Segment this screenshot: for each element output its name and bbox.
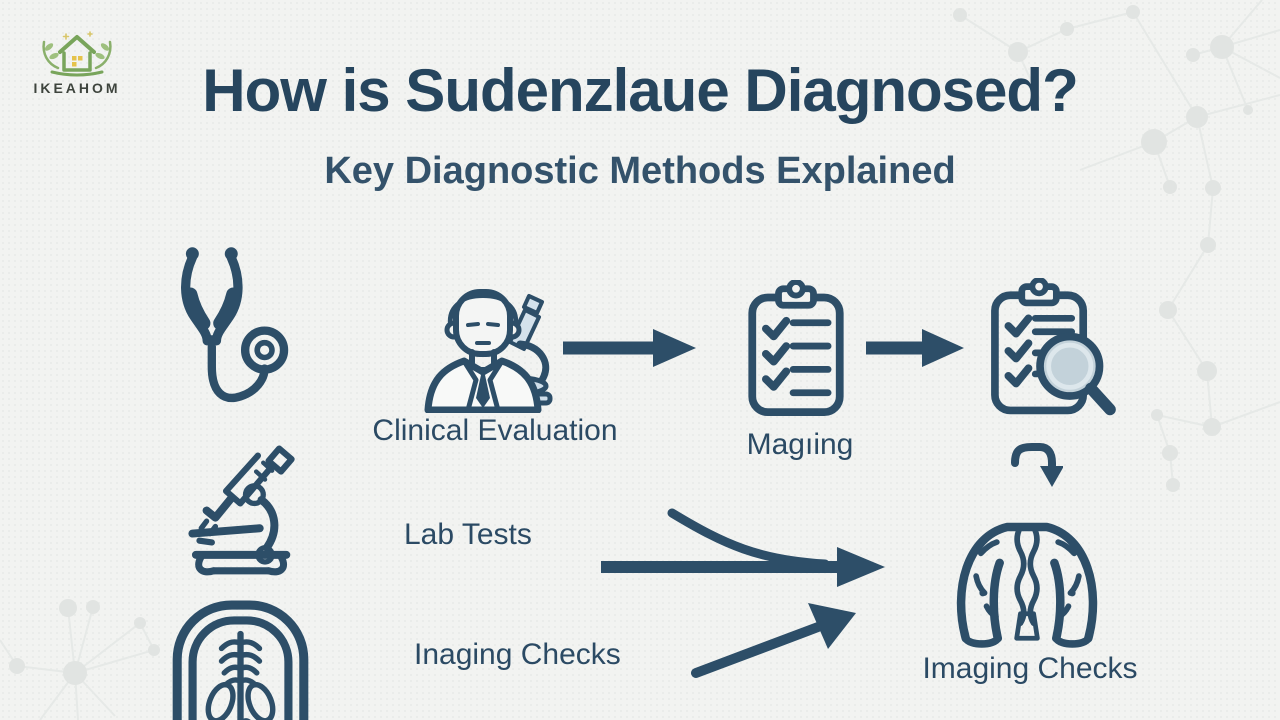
pelvis-scan-icon [945, 506, 1110, 648]
page-title: How is Sudenzlaue Diagnosed? [202, 57, 1078, 124]
clipboard-magnifier-icon [985, 278, 1120, 420]
torso-xray-icon [168, 596, 313, 720]
label-imaging-checks: Imaging Checks [922, 652, 1138, 685]
label-magiing: Magıing [746, 428, 854, 461]
microscope-icon [180, 432, 304, 582]
page-subtitle: Key Diagnostic Methods Explained [324, 150, 956, 192]
label-inaging-checks: Inaging Checks [414, 638, 621, 671]
arrow-diagonal-up-icon [688, 601, 863, 679]
house-with-leaves-icon [42, 31, 112, 77]
arrow-right-icon [563, 327, 698, 369]
logo: IKEAHOM [22, 30, 132, 96]
logo-brand: IKEAHOM [33, 80, 121, 96]
doctor-with-microscope-icon [408, 268, 563, 413]
label-lab-tests: Lab Tests [404, 518, 532, 551]
label-clinical-evaluation: Clinical Evaluation [372, 414, 618, 447]
arrow-curve-down-icon [1007, 437, 1063, 495]
stethoscope-icon [172, 240, 297, 412]
arrow-merge-right-icon [597, 505, 889, 587]
clipboard-checklist-icon [742, 280, 850, 418]
arrow-right-icon [866, 327, 966, 369]
